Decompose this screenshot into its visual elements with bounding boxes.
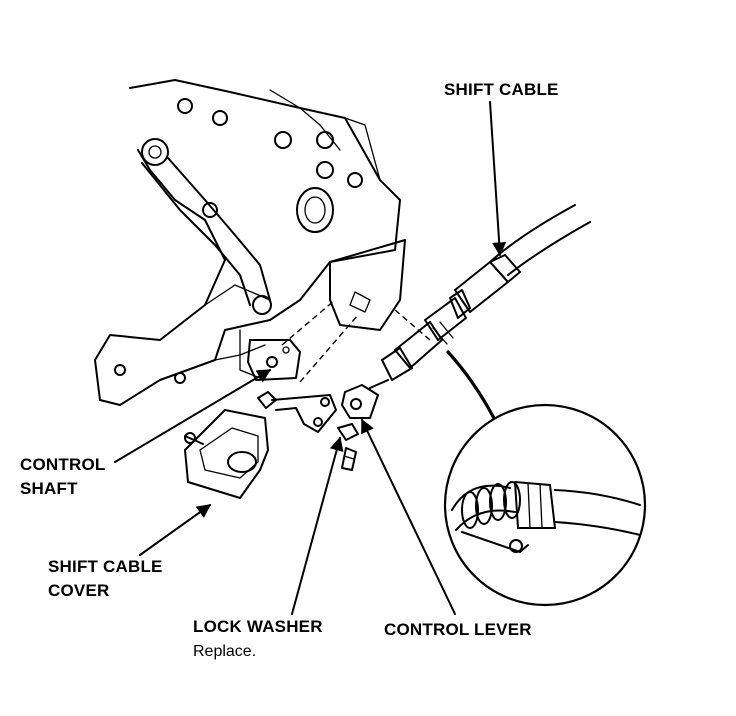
arrow-control-shaft <box>114 369 272 463</box>
control-lever <box>341 379 389 419</box>
arrow-shift-cable <box>489 101 507 257</box>
shift-cable-cover <box>184 409 269 499</box>
callout-arrows <box>114 101 507 615</box>
control-shaft-linkage <box>257 391 337 433</box>
control-shaft <box>247 339 301 381</box>
label-lock-washer: LOCK WASHER <box>193 617 323 636</box>
label-shift-cable: SHIFT CABLE <box>444 80 559 99</box>
arrow-control-lever <box>361 418 456 615</box>
label-shift-cable-cover-line2: COVER <box>48 581 110 600</box>
lever-bolt <box>341 447 357 471</box>
shift-cable <box>381 204 591 381</box>
label-control-lever: CONTROL LEVER <box>384 620 532 639</box>
detail-inset <box>443 403 647 607</box>
lock-washer <box>337 423 359 441</box>
alignment-lines <box>281 299 431 383</box>
arrow-lock-washer <box>291 436 344 615</box>
label-lock-washer-note: Replace. <box>193 643 257 660</box>
label-control-shaft-line1: CONTROL <box>20 455 106 474</box>
label-shift-cable-cover-line1: SHIFT CABLE <box>48 557 163 576</box>
transmission-housing <box>94 79 406 406</box>
arrow-shift-cable-cover <box>139 504 212 556</box>
label-control-shaft-line2: SHAFT <box>20 479 78 498</box>
detail-leader-line <box>446 350 502 432</box>
